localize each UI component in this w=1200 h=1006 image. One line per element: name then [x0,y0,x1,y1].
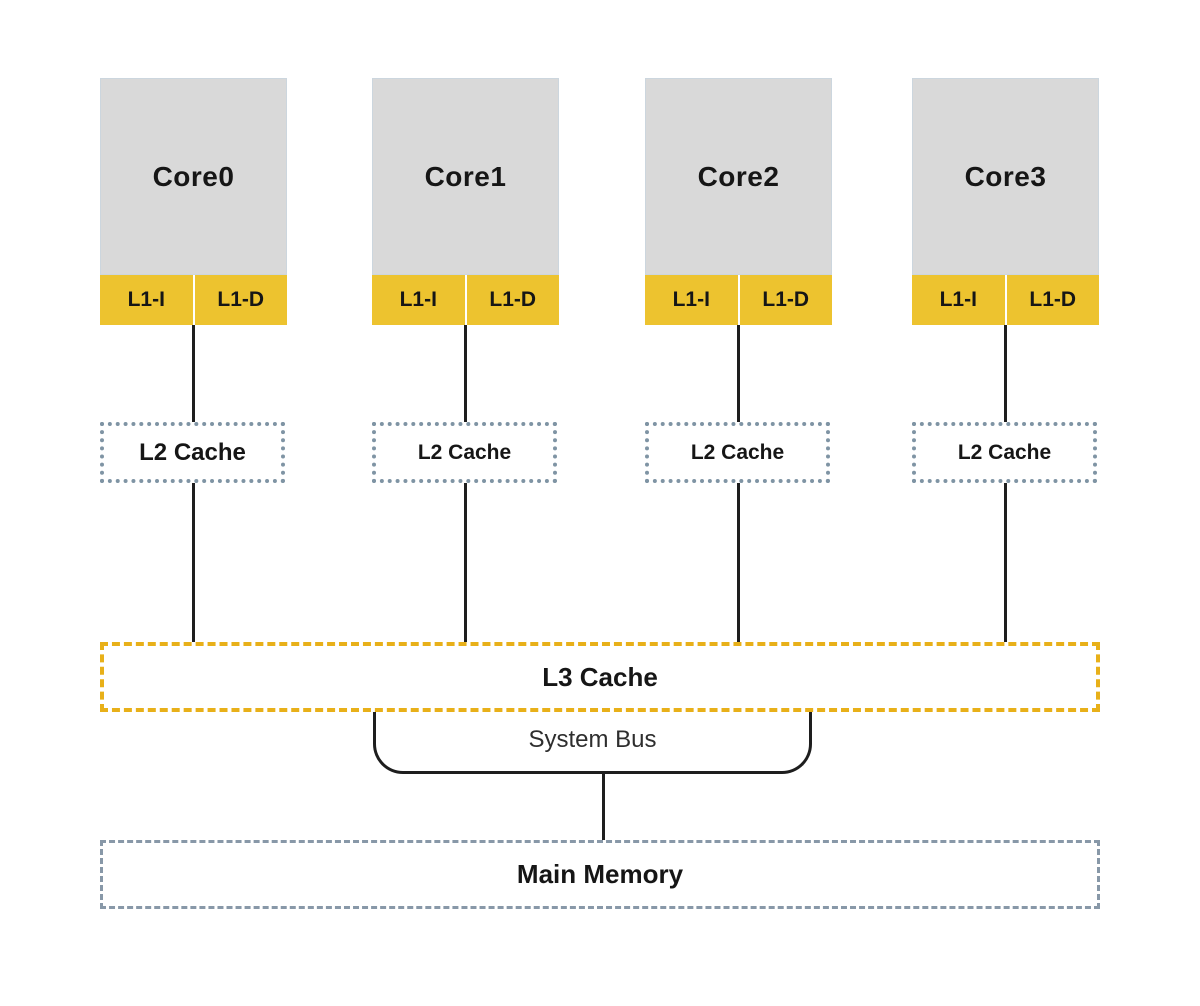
core1-l2-cache-box: L2 Cache [372,422,557,483]
core3-label: Core3 [964,160,1047,192]
core0-l1-band: L1-I L1-D [100,275,287,325]
l3-cache-box: L3 Cache [100,642,1100,712]
core2-l1-band: L1-I L1-D [645,275,832,325]
core1-l1-instruction-cache: L1-I [372,275,465,325]
core2-box: Core2 [645,78,832,275]
core3-l1-instruction-cache: L1-I [912,275,1005,325]
l2-label: L2 Cache [139,438,246,466]
core0-l1-data-cache: L1-D [194,275,287,325]
core2-label: Core2 [697,160,780,192]
core2-to-l2-connector [737,325,740,422]
core0-label: Core0 [152,160,235,192]
core3-l1-data-cache: L1-D [1006,275,1099,325]
l1d-label: L1-D [217,288,265,311]
core2-l2-to-l3-connector [737,483,740,642]
main-memory-label: Main Memory [516,859,684,889]
core3-box: Core3 [912,78,1099,275]
l2-label: L2 Cache [957,440,1052,464]
l3-label: L3 Cache [542,661,658,692]
core0-l2-to-l3-connector [192,483,195,642]
core1-box: Core1 [372,78,559,275]
core1-to-l2-connector [464,325,467,422]
l1i-label: L1-I [939,288,977,311]
l1i-label: L1-I [127,288,165,311]
core3-l2-to-l3-connector [1004,483,1007,642]
l1d-label: L1-D [1029,288,1077,311]
l1d-label: L1-D [762,288,810,311]
system-bus-bracket [373,712,812,774]
l1i-label: L1-I [399,288,437,311]
system-bus-label: System Bus [528,726,657,753]
core0-box: Core0 [100,78,287,275]
core1-l1-band: L1-I L1-D [372,275,559,325]
core1-label: Core1 [424,160,507,192]
core3-to-l2-connector [1004,325,1007,422]
system-bus-to-memory-connector [602,772,605,840]
core2-l2-cache-box: L2 Cache [645,422,830,483]
core1-l1-data-cache: L1-D [466,275,559,325]
core3-l1-band: L1-I L1-D [912,275,1099,325]
l2-label: L2 Cache [690,440,785,464]
l2-label: L2 Cache [417,440,512,464]
main-memory-box: Main Memory [100,840,1100,909]
l1i-label: L1-I [672,288,710,311]
l1d-label: L1-D [489,288,537,311]
core3-l2-cache-box: L2 Cache [912,422,1097,483]
core0-to-l2-connector [192,325,195,422]
core2-l1-instruction-cache: L1-I [645,275,738,325]
core2-l1-data-cache: L1-D [739,275,832,325]
core1-l2-to-l3-connector [464,483,467,642]
core0-l1-instruction-cache: L1-I [100,275,193,325]
core0-l2-cache-box: L2 Cache [100,422,285,483]
